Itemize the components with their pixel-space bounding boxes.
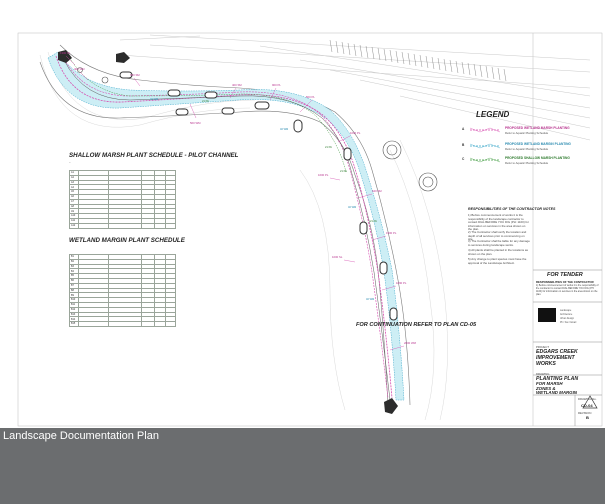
drawing-line: FOR MARSH: [536, 381, 563, 386]
svg-text:21 PA: 21 PA: [370, 219, 377, 223]
responsibilities-title: RESPONSIBILITIES OF THE CONTRACTOR NOTES: [468, 207, 556, 211]
svg-text:40 WM: 40 WM: [150, 97, 158, 101]
shallow-schedule-title: SHALLOW MARSH PLANT SCHEDULE - PILOT CHA…: [69, 152, 239, 159]
drawing-line: PLANTING PLAN: [536, 376, 579, 382]
rock-islands: [119, 71, 398, 321]
embankment: [39, 51, 448, 421]
callouts: [65, 55, 405, 351]
revision: B: [586, 415, 589, 420]
svg-text:1600 PL: 1600 PL: [318, 173, 329, 177]
svg-text:500 PL: 500 PL: [306, 95, 315, 99]
project-line: EDGARS CREEK: [536, 349, 578, 355]
project-label: PROJECT: [536, 345, 550, 349]
caption-bar: Landscape Documentation Plan: [0, 428, 605, 446]
svg-text:400 SM: 400 SM: [232, 83, 242, 87]
tb-resp-text: 1) Before commencement of works it is th…: [536, 284, 599, 296]
svg-text:1000 SL: 1000 SL: [332, 255, 343, 259]
svg-text:1000 PL: 1000 PL: [350, 131, 361, 135]
project-line: WORKS: [536, 361, 556, 367]
svg-text:40 WM: 40 WM: [366, 297, 374, 301]
legend-sub: Refer to Aquatic Planting Schedule: [505, 161, 549, 165]
svg-text:1300 PL: 1300 PL: [60, 51, 71, 55]
legend-label: PROPOSED WETLAND MARGIN PLANTING: [505, 142, 571, 146]
shallow-schedule-sub: –: [69, 160, 71, 164]
shallow-marsh-zone: [69, 57, 347, 173]
caption-background: [0, 446, 605, 504]
svg-text:630 SM: 630 SM: [130, 73, 140, 77]
drawing-no: CD-04: [581, 403, 593, 408]
wetland-margin-zone: [47, 51, 405, 401]
legend-code: C: [462, 157, 465, 161]
shallow-schedule-table: A1 A2 A3 A4 A5 A6 A7 A8 A9 A10 A11 A12: [69, 170, 176, 229]
road-lines: [119, 34, 591, 141]
responsibility-note: 1) Before commencement of works it is th…: [468, 213, 529, 232]
responsibility-note: 2) The Contractor shall verify the locat…: [468, 230, 527, 242]
svg-text:Ph / Fax / Email: Ph / Fax / Email: [560, 322, 577, 324]
responsibility-note: 4) All plants shall be planted in the lo…: [468, 248, 528, 256]
drawing-no-label: DRAWING No.: [578, 397, 597, 401]
north-arrow-icon: [582, 395, 598, 409]
svg-text:2000 WM: 2000 WM: [404, 341, 417, 345]
svg-text:640 SM: 640 SM: [372, 189, 382, 193]
legend-code: A: [462, 127, 465, 131]
drawing-line: ZONES &: [536, 386, 556, 391]
legend-label: PROPOSED WETLAND MARSH PLANTING: [505, 126, 570, 130]
svg-text:Architecture: Architecture: [560, 313, 573, 316]
tb-resp-heading: RESPONSIBILITIES OF THE CONTRACTOR: [536, 280, 594, 284]
firm-logo: [538, 308, 556, 322]
legend-sub: Refer to Aquatic Planting Schedule: [505, 147, 549, 151]
continuation-note: FOR CONTINUATION REFER TO PLAN CD-05: [356, 322, 477, 328]
svg-text:Landscape: Landscape: [560, 310, 572, 312]
svg-text:400 WM: 400 WM: [74, 67, 85, 71]
revision-label: REVISION: [578, 411, 592, 415]
svg-text:21 PA: 21 PA: [202, 99, 209, 103]
legend-title: LEGEND: [476, 110, 510, 119]
rock-outcrops: [58, 50, 398, 414]
responsibility-note: 5) Any change to plant species must have…: [468, 257, 527, 265]
legend-label: PROPOSED SHALLOW MARSH PLANTING: [505, 156, 570, 160]
svg-text:21 PA: 21 PA: [340, 169, 347, 173]
svg-text:1090 PL: 1090 PL: [396, 281, 407, 285]
legend-symbols: [469, 127, 501, 163]
wetland-schedule-table: B1 B2 B3 B4 B5 B6 B7 B8 B9 B10 B11 B12 B…: [69, 254, 176, 327]
svg-text:21 PA: 21 PA: [325, 145, 332, 149]
trees: [77, 67, 438, 192]
title-block-frame: [533, 269, 602, 426]
caption-text: Landscape Documentation Plan: [3, 430, 159, 442]
legend-code: B: [462, 143, 465, 147]
drawing-line: WETLAND MARGIN: [536, 390, 577, 395]
pilot-channel: [63, 59, 391, 401]
svg-text:1500 PL: 1500 PL: [386, 231, 397, 235]
for-tender-label: FOR TENDER: [547, 272, 583, 278]
wetland-marsh-zone: [55, 55, 393, 399]
wetland-schedule-title: WETLAND MARGIN PLANT SCHEDULE: [69, 237, 185, 244]
svg-text:560 WM: 560 WM: [190, 121, 201, 125]
drawing-label: DRAWING: [536, 372, 550, 376]
responsibility-note: 3) The Contractor shall be liable for an…: [468, 239, 530, 247]
svg-text:Urban Design: Urban Design: [560, 317, 575, 320]
svg-text:40 WM: 40 WM: [280, 127, 288, 131]
channel-banks: [39, 44, 411, 406]
hatch-dark: [329, 39, 507, 82]
legend-sub: Refer to Aquatic Planting Schedule: [505, 131, 549, 135]
svg-text:900 PL: 900 PL: [272, 83, 281, 87]
svg-text:40 WM: 40 WM: [348, 205, 356, 209]
project-line: IMPROVEMENT: [536, 355, 575, 361]
